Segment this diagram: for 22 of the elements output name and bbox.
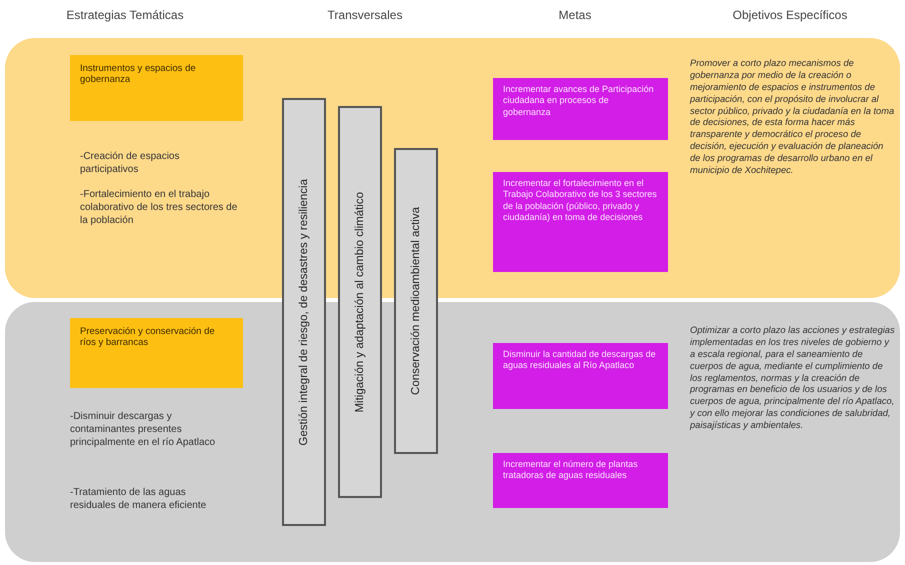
column-header: Estrategias Temáticas [65,8,185,22]
goal-box: Incrementar el fortalecimiento en el Trabajo Colaborativo de los 3 sectores de la población (público, privado y ciudadanía) en toma de decisiones [493,172,668,272]
column-header: Objetivos Específicos [732,8,848,22]
column-header: Metas [558,8,592,22]
strategy-text: -Tratamiento de las aguas residuales de manera eficiente [70,486,208,512]
strategy-text: -Fortalecimiento en el trabajo colaborativo de los tres sectores de la población [80,188,238,227]
bar-label: Mitigación y adaptación al cambio climático [354,192,366,412]
column-header: Transversales [326,8,404,22]
bar-label: Conservación medioambiental activa [410,207,422,395]
strategy-text: -Creación de espacios participativos [80,150,180,176]
bar-label: Gestión integral de riesgo, de desastres y resiliencia [298,178,310,446]
objective-text: Promover a corto plazo mecanismos de gobernanza por medio de la creación o mejoramiento de espacios e instrumentos de participación, con el propósito de involucrar al sector público, privado y la ciudadanía en la toma de decisiones, de esta forma hacer más transparente y democrático el proceso de decisión, ejecución y evaluación de planeación de los programas de desarrollo urbano en el municipio de Xochitepec. [690,58,895,177]
goal-box: Incrementar avances de Participación ciudadana en procesos de gobernanza [493,78,668,140]
goal-box: Disminuir la cantidad de descargas de aguas residuales al Río Apatlaco [493,343,668,409]
strategy-box: Preservación y conservación de ríos y barrancas [70,318,243,388]
vertical-bar [394,148,438,454]
objective-text: Optimizar a corto plazo las acciones y estrategias implementadas en los tres niveles de gobierno y a escala regional, para el saneamiento de cuerpos de agua, mediante el cumplimiento de los reglamentos, normas y la creación de programas en beneficio de los usuarios y de los cuerpos de agua, principalmente del río Apatlaco, y con ello mejorar las condiciones de salubridad, paisajísticas y ambientales. [690,325,895,432]
strategy-box: Instrumentos y espacios de gobernanza [70,55,243,121]
vertical-bar [282,98,326,526]
vertical-bar [338,106,382,498]
goal-box: Incrementar el número de plantas tratadoras de aguas residuales [493,453,668,508]
strategy-text: -Disminuir descargas y contaminantes presentes principalmente en el río Apatlaco [70,410,216,449]
